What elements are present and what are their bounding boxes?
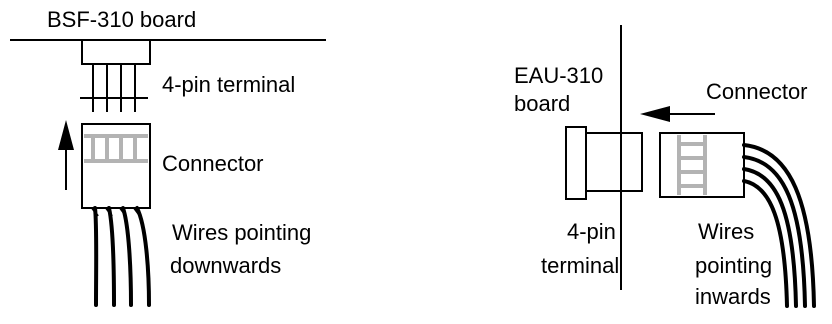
- left-terminal-label: 4-pin terminal: [162, 72, 295, 97]
- right-wires-label-line2: pointing: [695, 253, 772, 278]
- left-terminal-header: [81, 39, 151, 65]
- right-connector-contacts: [677, 135, 707, 195]
- right-wires-label-line3: inwards: [695, 284, 771, 309]
- right-terminal-flange: [565, 126, 587, 200]
- right-diagram: [565, 25, 816, 308]
- left-wires-label-line1: Wires pointing: [172, 220, 311, 245]
- left-connector-contacts: [84, 134, 148, 163]
- left-diagram: [10, 39, 326, 307]
- left-wire-tips: [91, 207, 141, 217]
- right-left-arrow-head: [640, 106, 670, 122]
- right-wires-label-line1: Wires: [698, 219, 754, 244]
- left-wires: [93, 206, 151, 307]
- right-terminal-label-line1: 4-pin: [567, 219, 616, 244]
- right-wires: [742, 143, 816, 308]
- eau-310-board-label-line1: EAU-310: [514, 63, 603, 88]
- right-terminal-label-line2: terminal: [541, 253, 619, 278]
- bsf-310-board-label: BSF-310 board: [47, 7, 196, 32]
- left-connector-label: Connector: [162, 151, 264, 176]
- left-terminal-pins: [92, 64, 136, 112]
- left-up-arrow-head: [58, 120, 74, 150]
- right-connector-label: Connector: [706, 79, 808, 104]
- right-terminal-block: [585, 132, 643, 192]
- eau-310-board-label-line2: board: [514, 91, 570, 116]
- left-wires-label-line2: downwards: [170, 253, 281, 278]
